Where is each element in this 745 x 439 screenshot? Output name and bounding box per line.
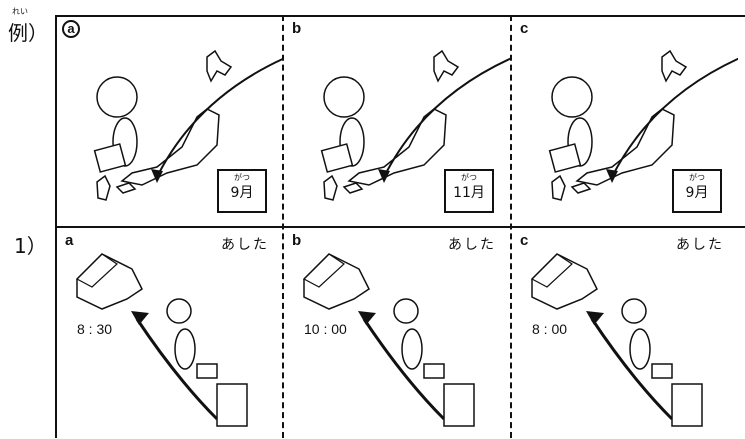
option-letter: b [292,20,302,37]
commute-illustration [531,253,703,427]
example-ruby: れい [12,7,28,16]
row-divider [55,226,745,228]
departure-time: 8 : 30 [77,321,113,337]
month-label: 11月 [453,185,485,201]
month-ruby: がつ [461,173,477,182]
column-divider [282,15,284,438]
question-option[interactable]: c あした 8 : 00 [512,229,738,439]
example-option[interactable]: c がつ 9月 [512,17,738,227]
commute-illustration [76,253,248,427]
calendar: がつ 11月 [444,169,494,213]
month-ruby: がつ [689,173,705,182]
column-divider [510,15,512,438]
option-letter: a [65,232,74,249]
departure-time: 8 : 00 [532,321,568,337]
month-label: 9月 [230,185,254,201]
question-option[interactable]: b あした 10 : 00 [284,229,510,439]
office-building-icon [671,383,703,427]
house-icon [76,253,143,310]
example-option[interactable]: b がつ 11月 [284,17,510,227]
example-label-text: 例） [8,21,48,45]
day-label: あした [448,237,496,253]
option-letter: b [292,232,302,249]
option-letter: c [520,20,529,37]
house-icon [303,253,370,310]
day-label: あした [221,237,269,253]
commute-illustration [303,253,475,427]
calendar: がつ 9月 [672,169,722,213]
option-letter: c [520,232,529,249]
japan-map-illustration [548,49,738,201]
question-1-label: 1） [14,234,47,258]
calendar: がつ 9月 [217,169,267,213]
office-building-icon [443,383,475,427]
month-label: 9月 [685,185,709,201]
office-building-icon [216,383,248,427]
departure-time: 10 : 00 [304,321,347,337]
japan-map-illustration [320,49,510,201]
question-option[interactable]: a あした 8 : 30 [57,229,283,439]
option-letter: a [62,20,80,38]
japan-map-illustration [93,49,283,201]
example-option[interactable]: a がつ 9月 [57,17,283,227]
example-label: れい 例） [8,6,48,46]
month-ruby: がつ [234,173,250,182]
house-icon [531,253,598,310]
day-label: あした [676,237,724,253]
